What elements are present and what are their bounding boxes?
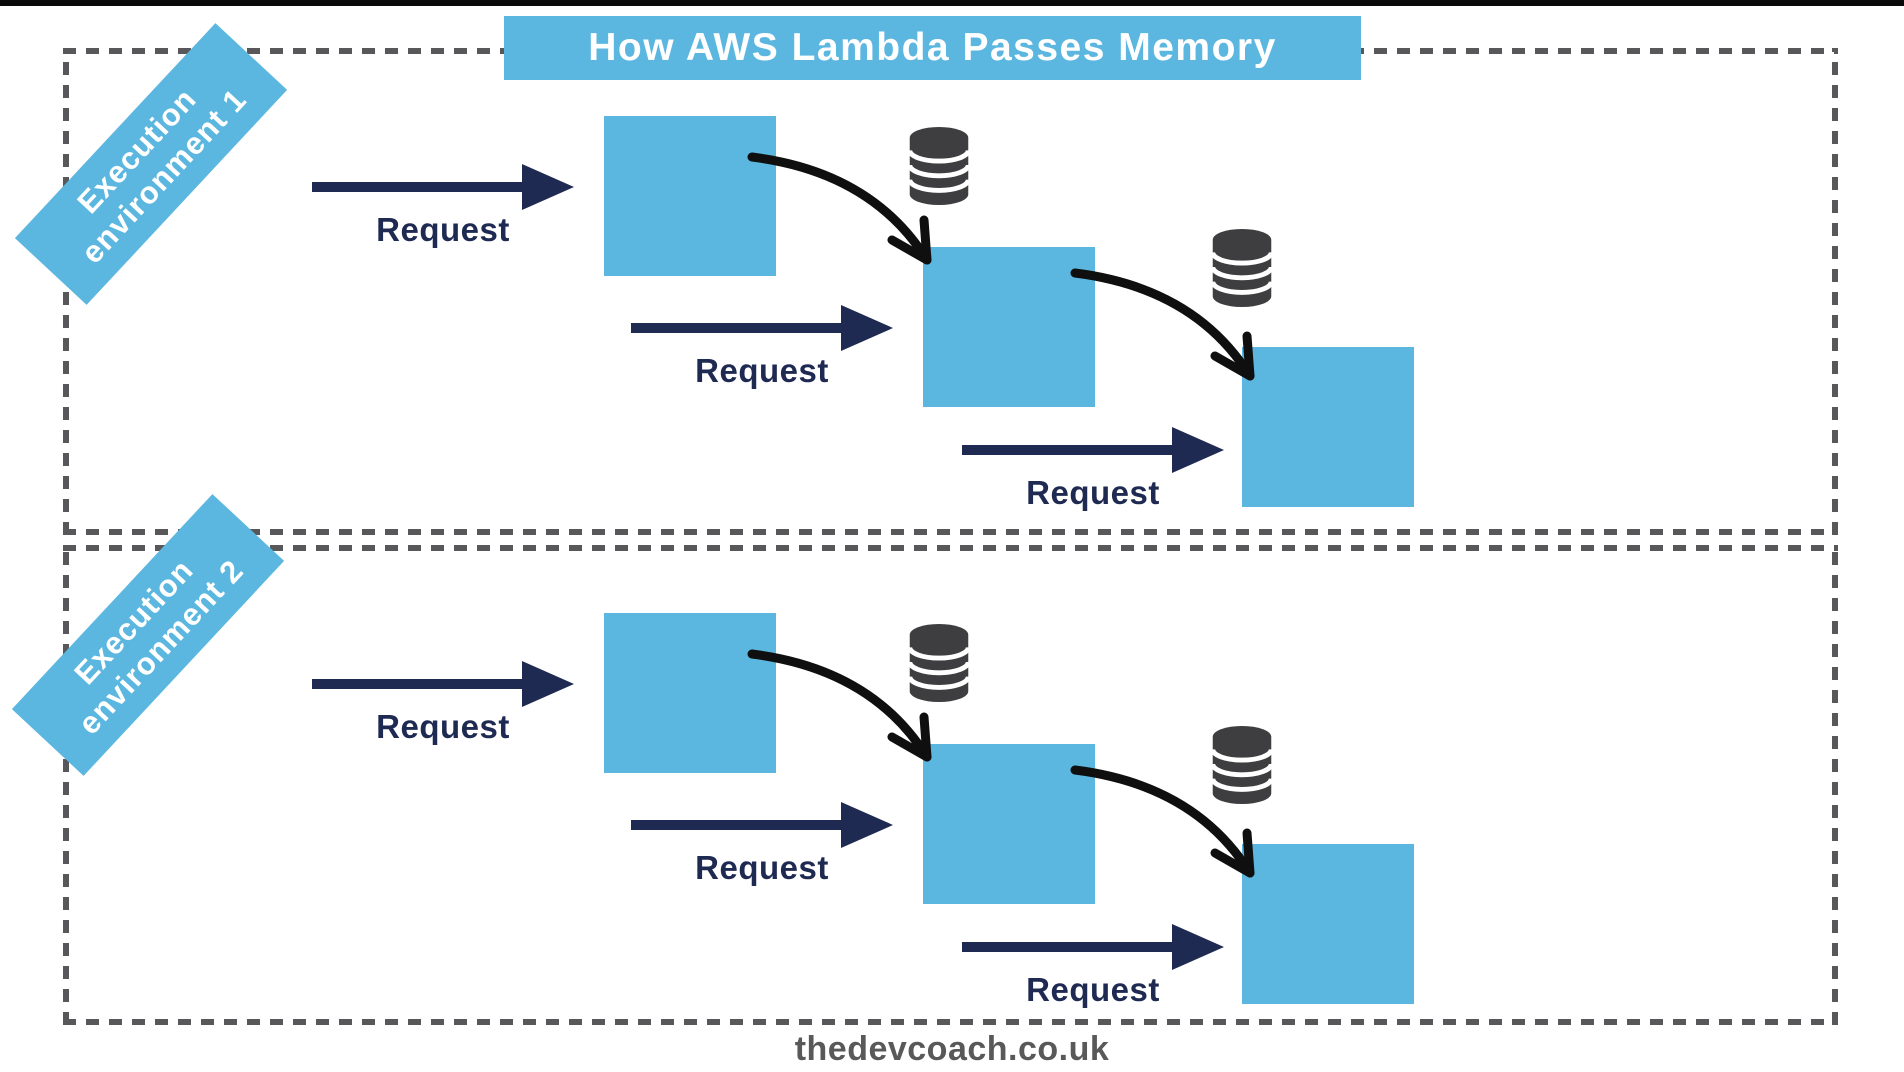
request-arrow-shaft bbox=[962, 942, 1172, 952]
request-arrow-icon bbox=[962, 924, 1224, 970]
request-label: Request bbox=[1026, 474, 1160, 511]
lambda-invocation-square-2 bbox=[923, 744, 1095, 904]
execution-environment-1-label: Execution environment 1 bbox=[14, 23, 288, 305]
request-arrow-2: Request bbox=[631, 305, 893, 390]
lambda-invocation-square-3 bbox=[1242, 844, 1414, 1004]
lambda-invocation-square-3 bbox=[1242, 347, 1414, 507]
request-arrow-2: Request bbox=[631, 802, 893, 887]
request-arrow-icon bbox=[312, 164, 574, 210]
request-arrow-shaft bbox=[312, 182, 522, 192]
request-arrowhead bbox=[841, 802, 893, 848]
footer-site-name: thedevcoach.co.uk bbox=[794, 1030, 1110, 1068]
lambda-invocation-square-1 bbox=[604, 116, 776, 276]
request-arrow-shaft bbox=[962, 445, 1172, 455]
database-icon bbox=[907, 126, 971, 206]
execution-environment-2-box: Execution environment 2 bbox=[11, 494, 1838, 1025]
memory-pass-arrow-icon bbox=[747, 152, 932, 265]
request-arrow-1: Request bbox=[312, 164, 574, 249]
execution-environment-2-label: Execution environment 2 bbox=[11, 494, 285, 776]
request-arrow-shaft bbox=[631, 323, 841, 333]
request-arrowhead bbox=[522, 164, 574, 210]
request-arrow-icon bbox=[631, 802, 893, 848]
request-arrowhead bbox=[1172, 924, 1224, 970]
database-icon bbox=[1210, 725, 1274, 805]
request-arrow-icon bbox=[312, 661, 574, 707]
request-label: Request bbox=[695, 849, 829, 886]
request-arrow-icon bbox=[631, 305, 893, 351]
request-arrow-shaft bbox=[312, 679, 522, 689]
request-label: Request bbox=[376, 211, 510, 248]
execution-environment-1-box: Execution environment 1 bbox=[14, 23, 1838, 535]
memory-pass-arrow-icon bbox=[747, 649, 932, 762]
request-arrowhead bbox=[1172, 427, 1224, 473]
database-icon bbox=[1210, 228, 1274, 308]
request-arrow-3: Request bbox=[962, 924, 1224, 1009]
request-label: Request bbox=[376, 708, 510, 745]
top-border-bar bbox=[0, 0, 1904, 6]
memory-pass-arrow-icon bbox=[1070, 765, 1255, 878]
request-arrow-3: Request bbox=[962, 427, 1224, 512]
request-arrowhead bbox=[522, 661, 574, 707]
request-arrow-icon bbox=[962, 427, 1224, 473]
page-title: How AWS Lambda Passes Memory bbox=[588, 26, 1277, 69]
request-arrow-1: Request bbox=[312, 661, 574, 746]
request-arrowhead bbox=[841, 305, 893, 351]
database-icon bbox=[907, 623, 971, 703]
lambda-invocation-square-1 bbox=[604, 613, 776, 773]
lambda-invocation-square-2 bbox=[923, 247, 1095, 407]
request-label: Request bbox=[695, 352, 829, 389]
request-arrow-shaft bbox=[631, 820, 841, 830]
title-banner: How AWS Lambda Passes Memory bbox=[504, 16, 1361, 80]
request-label: Request bbox=[1026, 971, 1160, 1008]
memory-pass-arrow-icon bbox=[1070, 268, 1255, 381]
